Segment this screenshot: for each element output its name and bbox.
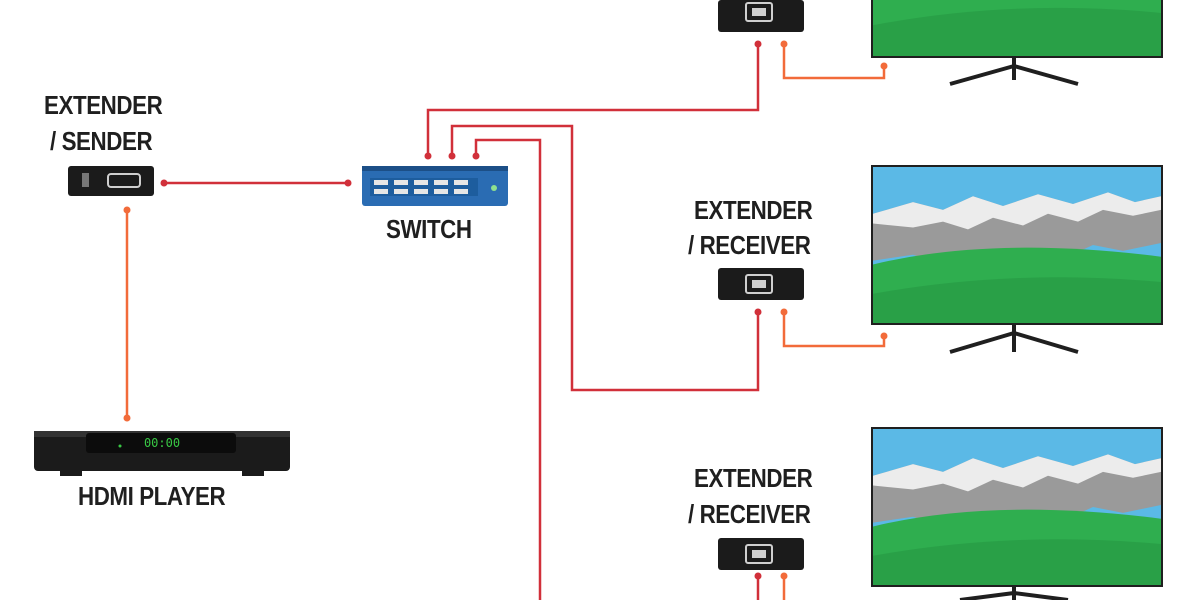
player-display-text: 00:00 — [144, 436, 180, 450]
label-receiver1-line1: EXTENDER — [694, 195, 813, 225]
label-sender-line1: EXTENDER — [44, 90, 163, 120]
label-switch: SWITCH — [386, 214, 472, 244]
television-top — [871, 0, 1163, 86]
label-receiver1-line2: / RECEIVER — [688, 230, 811, 260]
hdmi-cables — [125, 44, 886, 600]
extender-receiver-top-device — [718, 0, 804, 32]
network-switch-device — [362, 166, 508, 206]
television-2 — [871, 427, 1163, 600]
hdmi-player-device: 00:00 — [34, 431, 290, 476]
network-cables — [164, 44, 760, 600]
label-receiver2-line2: / RECEIVER — [688, 499, 811, 529]
extender-receiver-1-device — [718, 268, 804, 300]
hdmi-receiver-top-tv — [782, 44, 886, 80]
cable-switch-receiver-2 — [474, 138, 542, 600]
television-1 — [871, 165, 1163, 354]
cable-switch-receiver-1 — [450, 124, 760, 392]
cable-switch-receiver-top — [426, 44, 760, 156]
hdmi-receiver-1-tv — [782, 312, 886, 348]
label-sender-line2: / SENDER — [50, 126, 153, 156]
label-receiver2-line1: EXTENDER — [694, 463, 813, 493]
label-hdmi-player: HDMI PLAYER — [78, 481, 226, 511]
extender-sender-device — [68, 166, 154, 196]
extender-receiver-2-device — [718, 538, 804, 570]
